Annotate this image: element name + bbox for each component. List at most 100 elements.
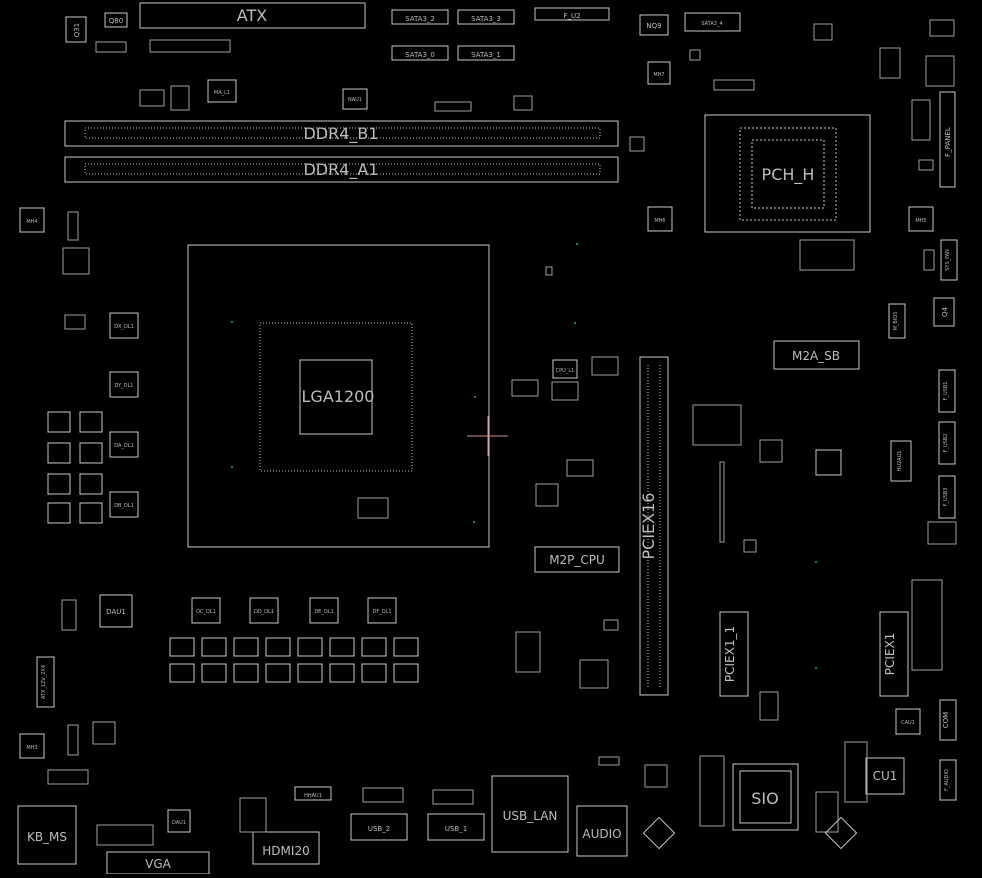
cpu-socket-outline bbox=[187, 244, 490, 548]
hdmi-label: HDMI20 bbox=[262, 844, 309, 858]
audio-label: AUDIO bbox=[582, 827, 621, 841]
choke-4-outline bbox=[109, 491, 139, 518]
pciex1-label: PCIEX1 bbox=[883, 633, 897, 676]
misc-components bbox=[47, 19, 957, 846]
f-usb2-label: F_USB2 bbox=[943, 434, 949, 453]
pch-label: PCH_H bbox=[762, 165, 815, 185]
sata3-1-label: SATA3_1 bbox=[471, 51, 501, 59]
f-audio-outline bbox=[939, 759, 957, 801]
usb2-label: USB_2 bbox=[368, 825, 390, 833]
ddr4-a1-slot-outline bbox=[64, 156, 619, 183]
lga-label: LGA1200 bbox=[302, 387, 375, 406]
mh7-label: MH7 bbox=[653, 72, 664, 78]
q31-outline bbox=[65, 16, 87, 43]
f-usb2-outline bbox=[938, 421, 956, 465]
choke-5-label: DC_DL1 bbox=[196, 609, 216, 615]
usb-lan-outline bbox=[491, 775, 569, 853]
m-bios-outline bbox=[888, 303, 906, 339]
sys-fan-label: SYS_FAN bbox=[945, 249, 951, 271]
nq9-label: NQ9 bbox=[646, 22, 661, 30]
dau1-label: DAU1 bbox=[106, 608, 126, 616]
choke-6-outline bbox=[249, 597, 279, 624]
mh6-label: MH6 bbox=[654, 218, 665, 224]
hhau1-label: HHAU1 bbox=[304, 793, 322, 799]
pch-ball-grid-inner bbox=[751, 139, 825, 209]
nau1-label: NAU1 bbox=[348, 97, 362, 103]
f-usb1-label: F_USB1 bbox=[943, 382, 949, 401]
pch-outline bbox=[704, 114, 871, 233]
hhau1-outline bbox=[294, 786, 332, 801]
mh7-outline bbox=[647, 61, 671, 85]
pch-ball-grid bbox=[739, 127, 837, 221]
f-panel-outline bbox=[939, 91, 956, 188]
ddr4-a1-pins bbox=[84, 163, 601, 175]
choke-3-outline bbox=[109, 431, 139, 458]
cpu-pin-field-center bbox=[299, 359, 373, 435]
mh4-outline bbox=[19, 207, 45, 233]
m2p-cpu-label: M2P_CPU bbox=[549, 553, 605, 567]
choke-2-outline bbox=[109, 371, 139, 398]
mh3-label: MH3 bbox=[26, 745, 37, 751]
usb-lan-label: USB_LAN bbox=[503, 809, 558, 823]
sata3-2-outline bbox=[391, 9, 449, 25]
f-usb3-label: F_USB3 bbox=[943, 488, 949, 507]
sio-label: SIO bbox=[751, 789, 778, 808]
sata3-2-label: SATA3_2 bbox=[405, 15, 435, 23]
mh4-label: MH4 bbox=[26, 219, 37, 225]
audio-jack-outline bbox=[576, 805, 628, 857]
pciex16-label: PCIEX16 bbox=[639, 493, 658, 560]
mh3-outline bbox=[19, 733, 45, 759]
kb-ms-outline bbox=[17, 805, 77, 865]
choke-1-label: DX_DL1 bbox=[114, 324, 134, 330]
q80-label: Q80 bbox=[109, 17, 123, 25]
m2a-sb-label: M2A_SB bbox=[792, 349, 840, 363]
f-usb1-outline bbox=[938, 369, 956, 413]
sata3-3-label: SATA3_3 bbox=[471, 15, 501, 23]
cau1-label: CAU1 bbox=[901, 720, 915, 726]
dvi-chip-outline bbox=[167, 809, 191, 833]
sata3-0-outline bbox=[391, 45, 449, 61]
atx-connector-outline bbox=[139, 2, 366, 29]
f-u2-outline bbox=[534, 7, 610, 21]
sata3-3-outline bbox=[457, 9, 515, 25]
diamond-components bbox=[642, 816, 858, 850]
mh6-outline bbox=[647, 206, 673, 232]
com-outline bbox=[939, 699, 957, 741]
mosfet-row-top bbox=[169, 637, 419, 657]
f-panel-label: F_PANEL bbox=[944, 127, 952, 157]
mosfet-row-bottom bbox=[169, 663, 419, 683]
m-bios-label: M_BIOS bbox=[893, 312, 899, 331]
m2a-sb-outline bbox=[773, 340, 860, 370]
sata3-0-label: SATA3_0 bbox=[405, 51, 435, 59]
ddr4-b1-label: DDR4_B1 bbox=[303, 124, 378, 144]
q4-outline bbox=[933, 297, 955, 327]
q4-label: Q4 bbox=[941, 306, 949, 317]
choke-5-outline bbox=[191, 597, 221, 624]
cu1-label: CU1 bbox=[873, 769, 898, 783]
atx-label: ATX bbox=[237, 6, 267, 25]
pciex16-slot-outline bbox=[639, 356, 669, 696]
choke-1-outline bbox=[109, 312, 139, 339]
sata3-4-label: SATA3_4 bbox=[701, 21, 722, 27]
choke-6-label: DD_DL1 bbox=[254, 609, 274, 615]
hu2au1-outline bbox=[890, 440, 912, 482]
usb2-outline bbox=[350, 813, 408, 841]
sio-outline bbox=[732, 763, 799, 831]
q31-label: Q31 bbox=[73, 23, 81, 37]
ddr4-b1-pins bbox=[84, 127, 601, 139]
pciex1-1-slot-outline bbox=[719, 611, 749, 697]
dau1-outline bbox=[99, 594, 133, 628]
cpu-l1-label: CPU_L1 bbox=[556, 368, 575, 374]
choke-7-outline bbox=[309, 597, 339, 624]
hdmi-outline bbox=[252, 831, 320, 865]
q80-outline bbox=[104, 12, 128, 28]
ma-l1-outline bbox=[207, 79, 237, 103]
f-usb3-outline bbox=[938, 475, 956, 519]
kb-ms-label: KB_MS bbox=[27, 830, 67, 844]
sys-fan-outline bbox=[940, 239, 958, 281]
choke-8-label: DF_DL1 bbox=[372, 609, 391, 615]
vga-label: VGA bbox=[145, 857, 172, 871]
f-audio-label: F_AUDIO bbox=[944, 769, 950, 791]
mh5-label: MH5 bbox=[915, 218, 926, 224]
